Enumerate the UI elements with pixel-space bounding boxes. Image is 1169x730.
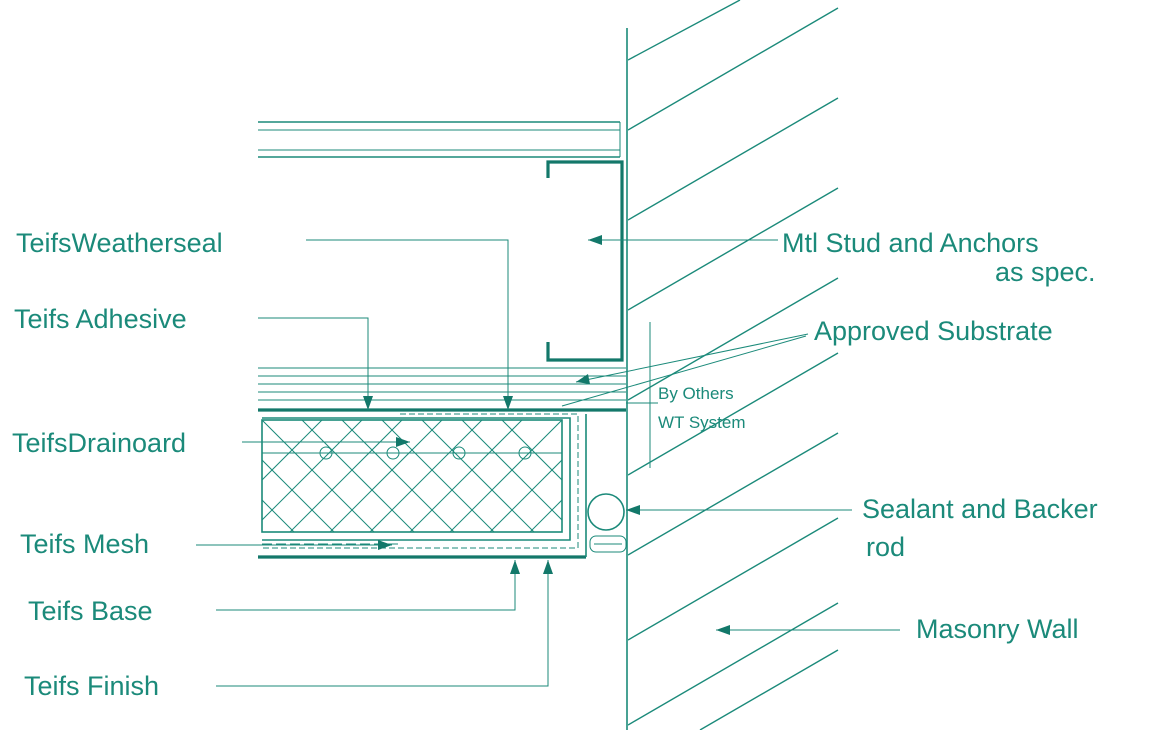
label-stud-line1: Mtl Stud and Anchors — [782, 228, 1039, 258]
upper-sheathing — [258, 121, 621, 158]
approved-substrate — [258, 367, 626, 412]
leader-lines-right — [561, 235, 900, 635]
label-stud-line2: as spec. — [995, 257, 1096, 287]
metal-stud — [546, 160, 624, 362]
label-base: Teifs Base — [28, 596, 153, 626]
label-weatherseal: TeifsWeatherseal — [16, 228, 223, 258]
drainboard — [261, 419, 563, 533]
label-masonry: Masonry Wall — [916, 614, 1079, 644]
label-drainboard: TeifsDrainoard — [12, 428, 186, 458]
label-substrate: Approved Substrate — [814, 316, 1053, 346]
masonry-wall-hatch — [628, 0, 839, 730]
label-adhesive: Teifs Adhesive — [14, 304, 187, 334]
label-finish: Teifs Finish — [24, 671, 159, 701]
label-sealant-line1: Sealant and Backer — [862, 494, 1098, 524]
label-by-others-line1: By Others — [658, 384, 734, 403]
backer-rod — [587, 493, 627, 553]
label-sealant-line2: rod — [866, 532, 905, 562]
leader-lines-left — [196, 239, 553, 687]
base-mesh-finish-wrap — [258, 413, 587, 559]
label-by-others-line2: WT System — [658, 413, 746, 432]
label-mesh: Teifs Mesh — [20, 529, 149, 559]
